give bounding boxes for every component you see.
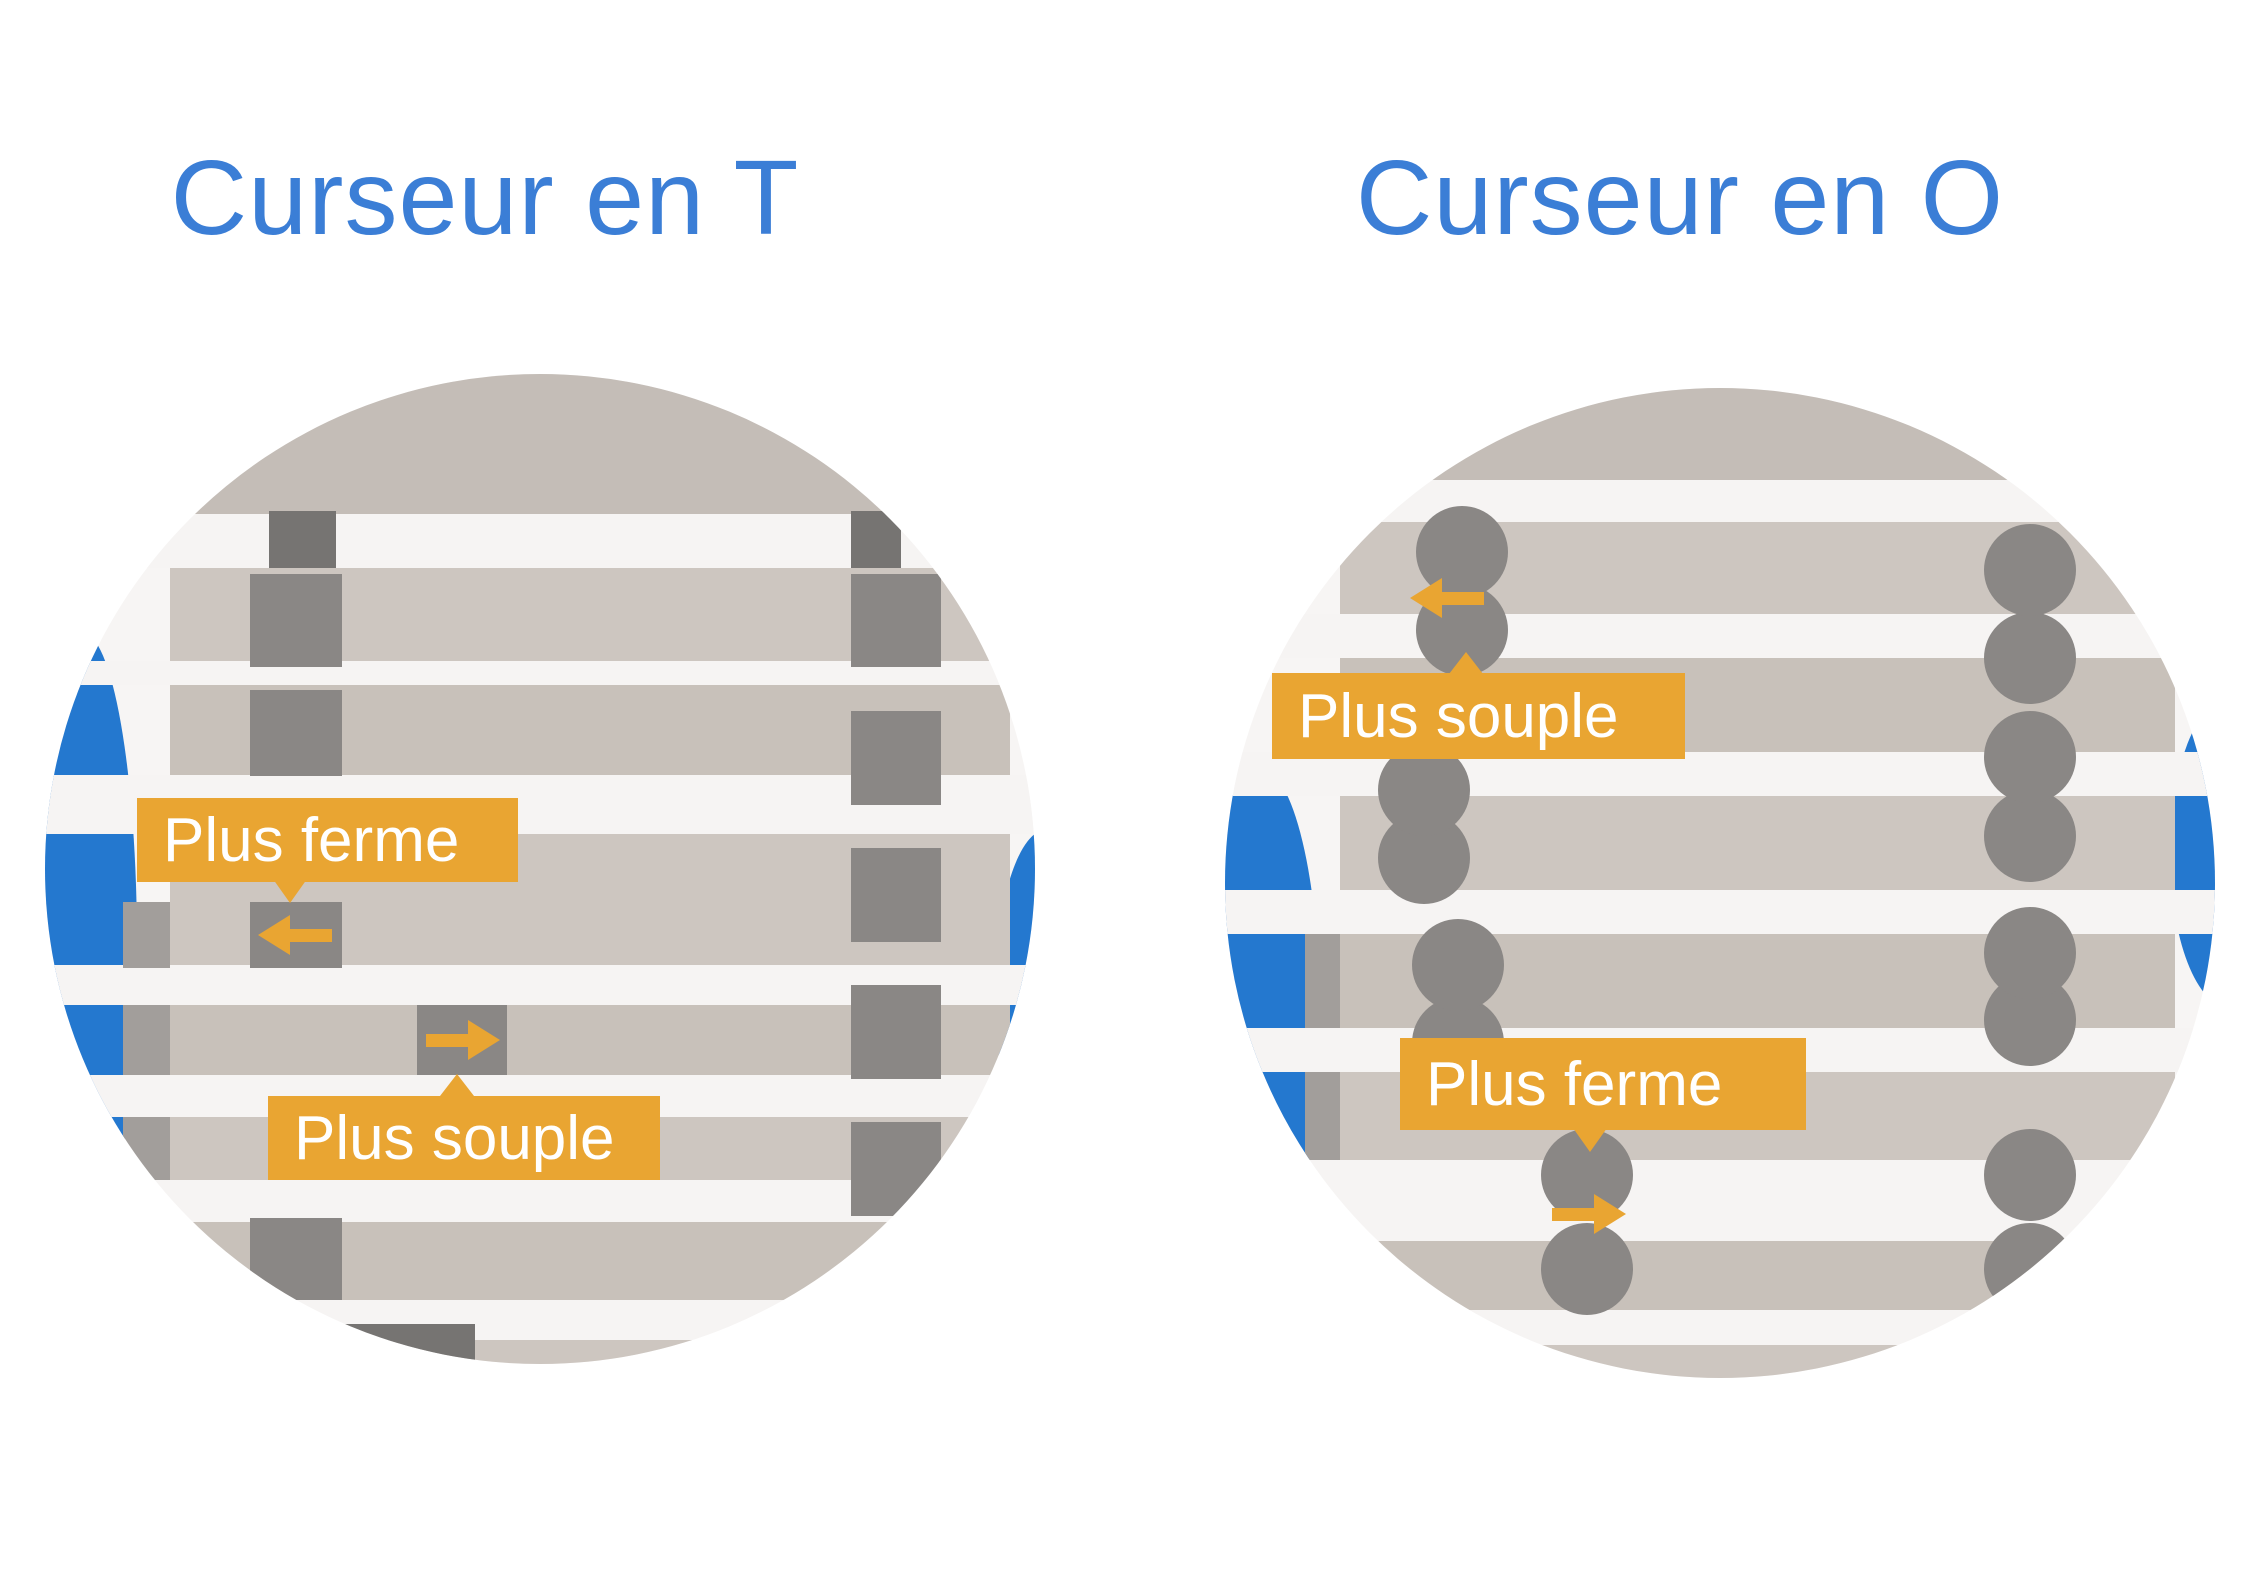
slat-end-cap: [1305, 1072, 1340, 1160]
arrow-left-icon: [1410, 578, 1486, 618]
label-plus-ferme: Plus ferme: [1400, 1038, 1806, 1130]
slat-holder-tab: [345, 1324, 475, 1364]
arrow-right-icon: [424, 1020, 500, 1060]
title-curseur-en-o: Curseur en O: [1355, 139, 2005, 257]
title-curseur-en-t: Curseur en T: [170, 139, 800, 257]
t-slider: [250, 574, 342, 667]
o-slider-ring: [1984, 1129, 2076, 1221]
bed-slat: [170, 1340, 1010, 1364]
slat-end-cap: [123, 1117, 170, 1180]
o-slider-ring: [1984, 711, 2076, 803]
t-slider: [250, 1218, 342, 1300]
o-slider-ring: [1412, 919, 1504, 1011]
pointer-down-icon: [1573, 1128, 1607, 1152]
o-slider-ring: [1378, 744, 1470, 836]
t-slider-firm-position: [250, 902, 342, 968]
arrow-right-icon: [1550, 1194, 1626, 1234]
o-slider-ring: [1541, 1223, 1633, 1315]
o-slider-ring: [1984, 524, 2076, 616]
o-slider-ring: [1984, 907, 2076, 999]
slat-end-cap: [123, 902, 170, 968]
o-slider-ring: [1984, 612, 2076, 704]
t-slider: [851, 711, 941, 805]
t-slider: [851, 1254, 941, 1314]
bed-slat: [1340, 1345, 2175, 1378]
o-slider-ring: [1984, 790, 2076, 882]
slat-gap: [1225, 480, 2215, 522]
top-slat-band: [1225, 388, 2215, 480]
bed-edge-blue: [2170, 698, 2215, 1008]
t-slider: [851, 574, 941, 667]
slat-end-cap: [1305, 934, 1340, 1028]
t-slider-soft-position: [417, 1005, 507, 1075]
slat-holder-tab: [269, 511, 336, 568]
slat-gap: [1225, 1310, 2215, 1345]
photo-curseur-en-t: Plus ferme Plus souple: [45, 374, 1035, 1364]
t-slider: [851, 1122, 941, 1216]
top-slat-band: [45, 374, 1035, 514]
label-plus-souple: Plus souple: [1272, 673, 1685, 759]
photo-curseur-en-o: Plus souple Plus ferme: [1225, 388, 2215, 1378]
pointer-up-icon: [440, 1074, 474, 1096]
t-slider: [851, 985, 941, 1079]
arrow-left-icon: [258, 915, 334, 955]
slat-holder-tab: [851, 511, 901, 568]
t-slider: [250, 690, 342, 776]
pointer-up-icon: [1449, 652, 1483, 674]
bed-edge-blue: [45, 632, 137, 1257]
label-plus-souple: Plus souple: [268, 1096, 660, 1180]
pointer-down-icon: [273, 879, 307, 903]
o-slider-ring: [1984, 1223, 2076, 1315]
t-slider: [851, 848, 941, 942]
label-plus-ferme: Plus ferme: [137, 798, 518, 882]
slat-end-cap: [123, 1005, 170, 1075]
